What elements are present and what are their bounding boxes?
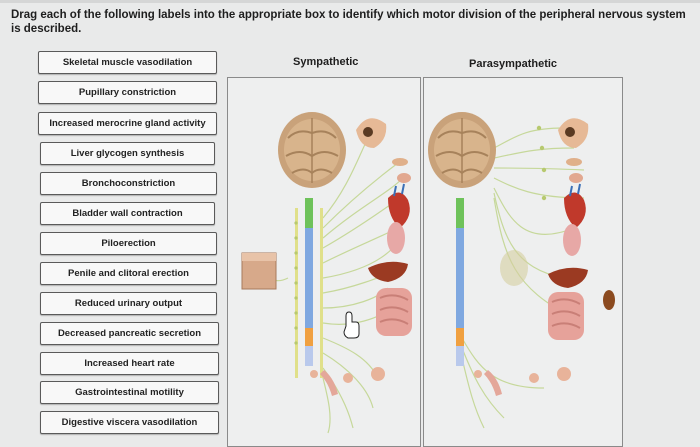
heart-icon	[564, 183, 586, 228]
sympathetic-diagram	[241, 112, 412, 434]
spinal-cord	[295, 198, 323, 378]
brain-icon	[278, 112, 346, 188]
gland-icon	[566, 158, 582, 166]
skin-block-icon	[241, 252, 277, 290]
pancreas-icon	[500, 250, 528, 286]
bladder-icon	[474, 367, 571, 396]
drag-label-increased-merocrine-gland-activity[interactable]: Increased merocrine gland activity	[38, 112, 217, 135]
column-heading-sympathetic: Sympathetic	[293, 56, 359, 68]
ganglia-chain	[294, 221, 298, 345]
brain-icon	[428, 112, 496, 188]
drag-label-piloerection[interactable]: Piloerection	[40, 232, 217, 255]
drop-zone-sympathetic[interactable]	[227, 77, 421, 447]
drag-label-pupillary-constriction[interactable]: Pupillary constriction	[38, 81, 217, 104]
drag-label-digestive-viscera-vasodilation[interactable]: Digestive viscera vasodilation	[40, 411, 219, 434]
drag-label-liver-glycogen-synthesis[interactable]: Liver glycogen synthesis	[40, 142, 215, 165]
drop-zone-parasympathetic[interactable]	[423, 77, 623, 447]
liver-icon	[368, 261, 408, 282]
lung-icon	[563, 224, 581, 256]
parasympathetic-diagram	[428, 112, 615, 429]
parasympathetic-ganglia	[536, 125, 547, 201]
drag-label-bladder-wall-contraction[interactable]: Bladder wall contraction	[40, 202, 215, 225]
drag-label-gastrointestinal-motility[interactable]: Gastrointestinal motility	[40, 381, 219, 404]
instructions-text: Drag each of the following labels into t…	[11, 9, 686, 35]
column-heading-parasympathetic: Parasympathetic	[469, 58, 558, 70]
lung-icon	[387, 222, 405, 254]
gland-icon	[397, 173, 411, 183]
sympathetic-nerve-fibers	[252, 137, 404, 434]
drag-label-bronchoconstriction[interactable]: Bronchoconstriction	[40, 172, 217, 195]
eye-icon	[356, 118, 387, 148]
drag-label-decreased-pancreatic-secretion[interactable]: Decreased pancreatic secretion	[40, 322, 219, 345]
intestine-icon	[376, 288, 412, 336]
top-border	[0, 0, 700, 3]
bladder-icon	[310, 367, 385, 396]
drag-label-increased-heart-rate[interactable]: Increased heart rate	[40, 352, 219, 375]
gland-icon	[569, 173, 583, 183]
kidney-icon	[603, 290, 615, 310]
eye-icon	[558, 118, 589, 148]
heart-icon	[388, 183, 410, 228]
drag-label-skeletal-muscle-vasodilation[interactable]: Skeletal muscle vasodilation	[38, 51, 217, 74]
drag-label-penile-and-clitoral-erection[interactable]: Penile and clitoral erection	[40, 262, 217, 285]
spinal-cord	[456, 198, 464, 366]
liver-icon	[548, 267, 588, 288]
drag-label-reduced-urinary-output[interactable]: Reduced urinary output	[40, 292, 217, 315]
gland-icon	[392, 158, 408, 166]
intestine-icon	[548, 292, 584, 340]
hand-cursor-icon	[343, 311, 360, 339]
